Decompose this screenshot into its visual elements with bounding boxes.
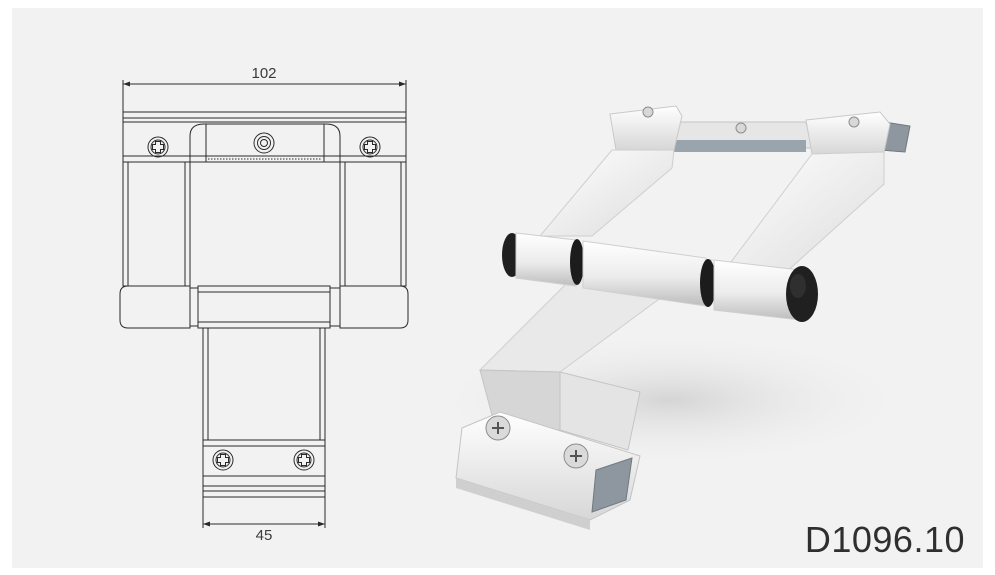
screw-top-left bbox=[147, 136, 169, 158]
dimension-label-depth: 45 bbox=[256, 527, 273, 544]
technical-drawing bbox=[119, 80, 409, 528]
screw-top-right bbox=[359, 136, 381, 158]
product-render bbox=[420, 105, 920, 530]
product-code: D1096.10 bbox=[804, 519, 965, 560]
screw-bottom-left bbox=[212, 449, 234, 471]
screw-bottom-right bbox=[293, 449, 315, 471]
center-screw bbox=[253, 132, 275, 154]
dimension-line-depth bbox=[202, 497, 326, 528]
dimension-label-width: 102 bbox=[251, 65, 276, 82]
dimension-line-width bbox=[122, 80, 407, 116]
